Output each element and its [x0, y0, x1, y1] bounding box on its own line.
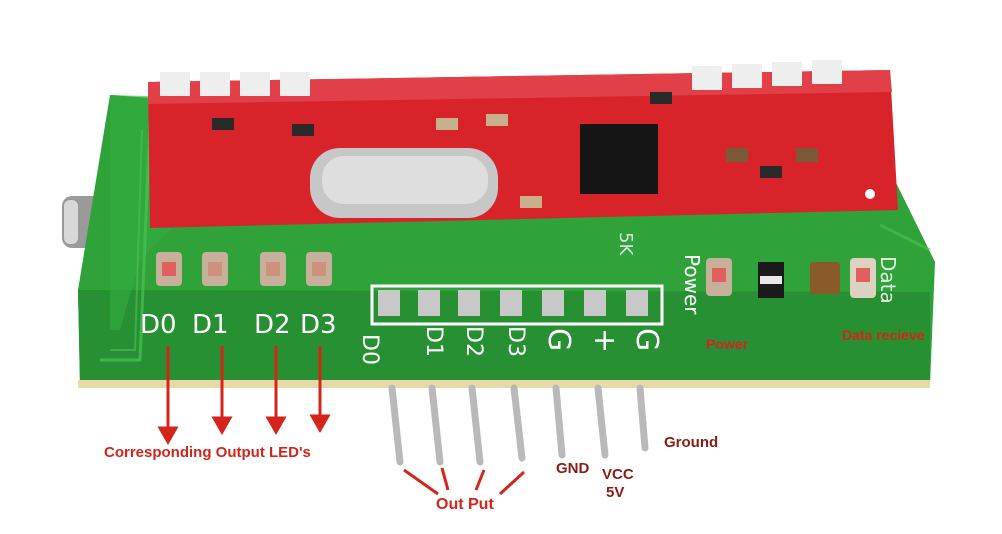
silk-pin-d2: D2 [461, 326, 486, 357]
silk-data: Data [876, 256, 900, 304]
silk-pin-d1: D1 [421, 326, 446, 357]
label-vcc: VCC [602, 466, 634, 483]
power-and-data-components [706, 258, 876, 298]
output-leds [156, 252, 332, 286]
red-rf-module [148, 60, 898, 228]
label-power: Power [706, 336, 749, 352]
label-data-receive: Data recieve [842, 327, 925, 343]
output-pins [388, 384, 649, 466]
label-5v: 5V [606, 484, 625, 501]
silk-pin-g2: G [629, 328, 664, 352]
silk-pin-plus: + [587, 328, 622, 354]
label-output-pins: Out Put [436, 496, 494, 513]
label-gnd: GND [556, 460, 590, 477]
output-arrows [403, 467, 526, 496]
silk-led-d2: D2 [254, 310, 291, 340]
silk-pin-g1: G [541, 328, 576, 352]
silk-led-d3: D3 [300, 310, 337, 340]
silk-pin-d0: D0 [357, 334, 382, 365]
silk-5k: 5K [615, 232, 636, 256]
silk-led-d0: D0 [140, 310, 177, 340]
header-socket [370, 284, 664, 326]
label-ground: Ground [664, 434, 719, 451]
led-arrows [157, 346, 331, 446]
silk-led-d1: D1 [192, 310, 229, 340]
silk-power: Power [680, 254, 704, 315]
label-output-leds: Corresponding Output LED's [104, 444, 311, 461]
silk-pin-d3: D3 [503, 326, 528, 357]
